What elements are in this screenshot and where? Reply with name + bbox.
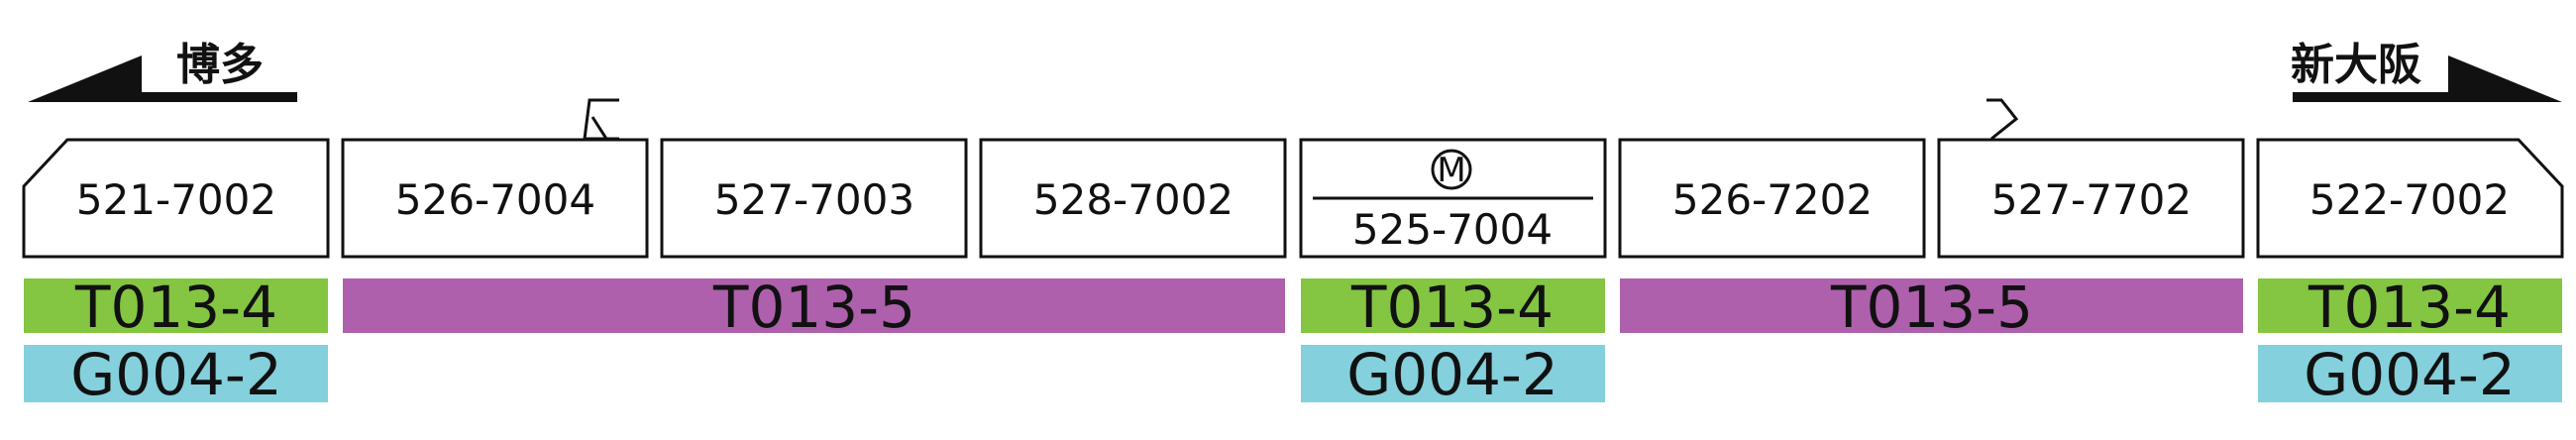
car-number: 526-7202 — [1672, 175, 1873, 224]
car-7: 527-7702 — [1937, 138, 2245, 259]
band-label: T013-4 — [2308, 274, 2511, 341]
car-number: 527-7702 — [1991, 175, 2192, 224]
band — [1301, 345, 1605, 402]
car-number: 528-7002 — [1033, 175, 1234, 224]
destination-right: 新大阪 — [2291, 40, 2421, 90]
band — [1301, 278, 1605, 333]
band-label: T013-5 — [712, 274, 915, 341]
car-6: 526-7202 — [1618, 138, 1926, 259]
right-arrow-icon — [2293, 55, 2562, 102]
car-body — [979, 138, 1287, 259]
car-4: 528-7002 — [979, 138, 1287, 259]
band — [343, 278, 1285, 333]
band — [24, 278, 328, 333]
direction-right: 新大阪 — [2291, 40, 2562, 102]
car-5: M 525-7004 — [1299, 138, 1607, 259]
car-body — [1937, 138, 2245, 259]
band — [1620, 278, 2243, 333]
car-body — [341, 138, 649, 259]
motor-symbol-icon — [1431, 149, 1472, 190]
car-2: 526-7004 — [341, 138, 649, 259]
direction-left: 博多 — [28, 40, 297, 102]
car-body — [22, 138, 330, 259]
band — [2258, 278, 2562, 333]
destination-left: 博多 — [176, 40, 264, 90]
band-label: G004-2 — [1346, 341, 1557, 408]
band — [24, 345, 328, 402]
band-label: T013-4 — [74, 274, 277, 341]
band-label: G004-2 — [70, 341, 281, 408]
left-arrow-icon — [28, 55, 297, 102]
car-body — [660, 138, 968, 259]
car-number: 525-7004 — [1352, 205, 1553, 254]
pantograph-icon — [583, 98, 619, 141]
band — [2258, 345, 2562, 402]
car-number: 527-7003 — [714, 175, 914, 224]
car-body — [1618, 138, 1926, 259]
band-label: T013-4 — [1350, 274, 1554, 341]
pantograph-icon — [1986, 98, 2019, 141]
band-row-2: G004-2 G004-2 G004-2 — [24, 341, 2562, 408]
car-number: 522-7002 — [2309, 175, 2510, 224]
car-number: 521-7002 — [76, 175, 276, 224]
car-1: 521-7002 — [22, 138, 330, 259]
band-label: T013-5 — [1830, 274, 2033, 341]
band-row-1: T013-4 T013-5 T013-4 T013-5 T013-4 — [24, 274, 2562, 341]
car-8: 522-7002 — [2256, 138, 2564, 259]
band-label: G004-2 — [2304, 341, 2515, 408]
car-number: 526-7004 — [395, 175, 595, 224]
car-body — [2256, 138, 2564, 259]
motor-symbol-label: M — [1437, 151, 1465, 190]
car-3: 527-7003 — [660, 138, 968, 259]
